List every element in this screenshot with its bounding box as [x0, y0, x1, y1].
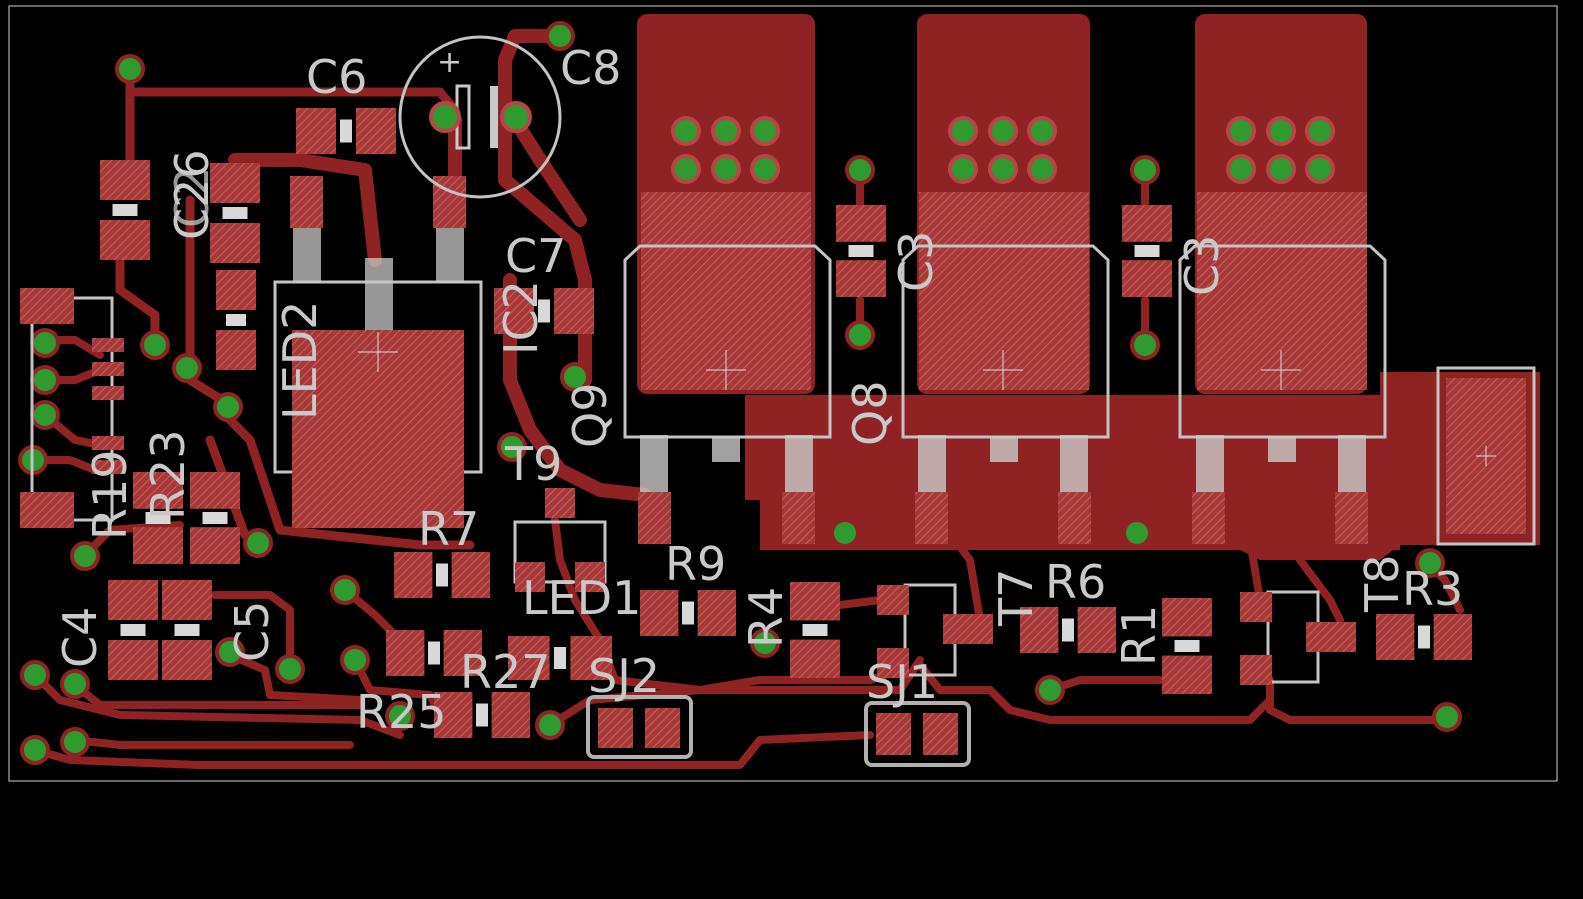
smd-part-2[interactable] — [210, 163, 260, 263]
origin-markers — [706, 350, 1301, 390]
smd-part-11[interactable] — [394, 552, 490, 598]
silkscreen-labels: C6 C8 C7 R7 T9 LED1 R9 R6 R3 R25 R27 SJ2… — [53, 41, 1463, 739]
label-c3b: C3 — [1175, 235, 1229, 296]
mosfet-right[interactable] — [1178, 192, 1387, 544]
vias — [18, 21, 1462, 765]
smd-part-0[interactable] — [296, 108, 396, 154]
connector-right[interactable] — [1436, 366, 1536, 546]
smd-components[interactable] — [100, 108, 1472, 738]
label-c6: C6 — [306, 50, 367, 104]
label-t9: T9 — [504, 437, 562, 491]
smd-part-9[interactable] — [108, 580, 158, 680]
smd-part-12[interactable] — [386, 630, 482, 676]
label-c4: C4 — [53, 607, 107, 668]
smd-part-14[interactable] — [434, 692, 530, 738]
label-r7: R7 — [418, 502, 479, 556]
label-c3: C3 — [889, 231, 943, 292]
label-ic2: IC2 — [494, 280, 548, 355]
label-plus: + — [437, 45, 462, 80]
smd-part-1[interactable] — [100, 160, 150, 260]
solder-jumpers[interactable] — [586, 695, 971, 767]
label-r19: R19 — [83, 450, 137, 541]
label-r4: R4 — [739, 587, 793, 648]
label-c2: C2 — [165, 167, 219, 228]
smd-part-6[interactable] — [1122, 205, 1172, 297]
label-t8: T8 — [1355, 555, 1409, 613]
smd-part-18[interactable] — [1162, 598, 1212, 694]
smd-part-19[interactable] — [1376, 614, 1472, 660]
mosfet-q9[interactable] — [623, 192, 832, 544]
label-sj1: SJ1 — [866, 655, 938, 709]
connector-left[interactable] — [20, 288, 124, 528]
smd-part-4[interactable] — [494, 288, 594, 334]
mosfet-q8[interactable] — [901, 192, 1110, 544]
smd-part-13[interactable] — [508, 636, 612, 680]
board-outline — [8, 5, 1558, 782]
label-sj2: SJ2 — [588, 649, 660, 703]
label-c26: C26 — [165, 149, 219, 240]
sot-packages[interactable] — [513, 488, 1356, 685]
label-led1: LED1 — [522, 571, 641, 625]
label-led2: LED2 — [273, 301, 327, 420]
capacitor-c8[interactable] — [398, 35, 562, 199]
label-q8: Q8 — [843, 381, 897, 446]
label-r25: R25 — [356, 685, 447, 739]
label-r27: R27 — [460, 645, 551, 699]
label-c7: C7 — [505, 229, 566, 283]
smd-part-17[interactable] — [1020, 607, 1116, 653]
smd-part-16[interactable] — [790, 582, 840, 678]
label-r1: R1 — [1112, 605, 1166, 666]
label-t7: T7 — [989, 569, 1043, 627]
smd-part-7[interactable] — [133, 472, 183, 564]
led2-package[interactable] — [273, 176, 483, 528]
smd-part-5[interactable] — [836, 205, 886, 297]
thermal-vias — [671, 116, 1335, 184]
smd-part-15[interactable] — [640, 590, 736, 636]
smd-part-8[interactable] — [190, 472, 240, 564]
label-c8: C8 — [560, 41, 621, 95]
label-r9: R9 — [665, 537, 726, 591]
smd-part-3[interactable] — [216, 270, 256, 370]
label-r3: R3 — [1402, 562, 1463, 616]
label-q9: Q9 — [563, 383, 617, 448]
label-r6: R6 — [1045, 555, 1106, 609]
label-r23: R23 — [141, 430, 195, 521]
label-c5: C5 — [225, 601, 279, 662]
smd-part-10[interactable] — [162, 580, 212, 680]
